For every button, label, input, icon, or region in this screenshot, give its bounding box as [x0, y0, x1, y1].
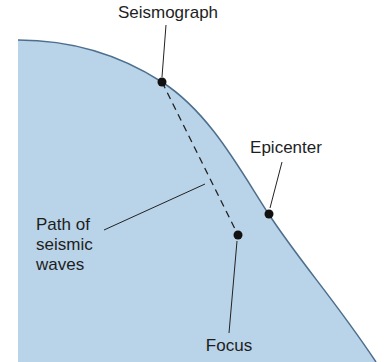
- seismograph-dot: [158, 78, 167, 87]
- leader-line: [162, 25, 166, 77]
- wave-path: [162, 82, 238, 235]
- earth-surface: [18, 40, 376, 362]
- part-label: Focus: [206, 336, 252, 356]
- focus-dot: [234, 231, 243, 240]
- leader-line: [270, 162, 282, 208]
- part-label: Seismograph: [118, 3, 218, 23]
- leader-line: [104, 184, 205, 230]
- earth-section: [18, 40, 376, 362]
- leader-line: [229, 241, 237, 333]
- part-label: Path of seismic waves: [36, 215, 102, 275]
- part-label: Epicenter: [250, 138, 322, 158]
- epicenter-dot: [265, 210, 274, 219]
